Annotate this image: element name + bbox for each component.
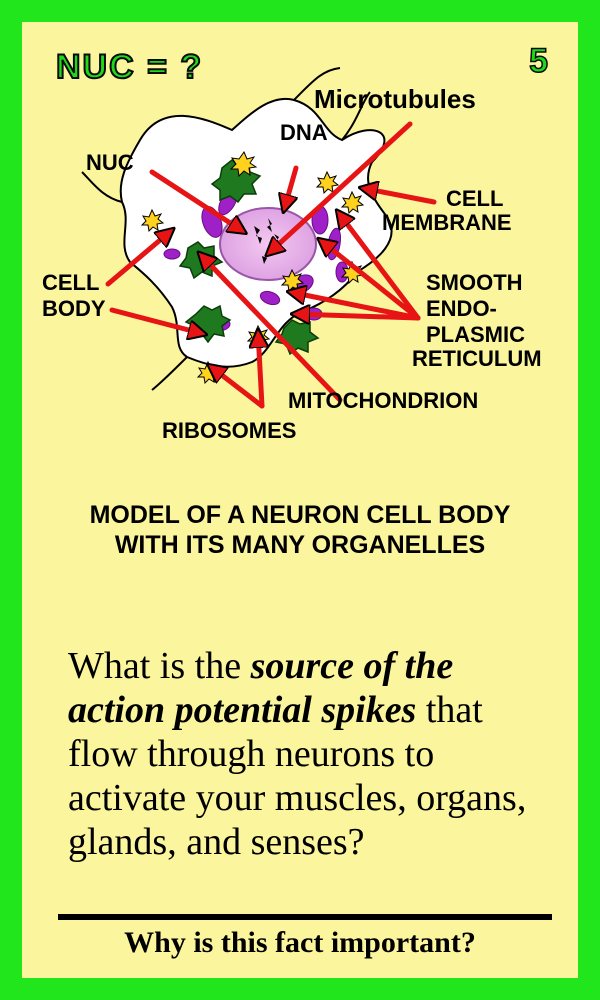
label-arrows [105, 121, 437, 409]
fact-card: NUC = ? 5 [22, 22, 578, 978]
label-dna: DNA [280, 120, 328, 145]
diagram-caption: MODEL OF A NEURON CELL BODY WITH ITS MAN… [22, 500, 578, 560]
label-cell-body-1: CELL [42, 270, 99, 295]
question-emphasis: source of the action potential spikes [68, 645, 454, 731]
label-ser-3: PLASMIC [426, 322, 525, 347]
card-title: NUC = ? [55, 47, 204, 87]
caption-line-2: WITH ITS MANY ORGANELLES [114, 531, 486, 559]
label-ribosomes: RIBOSOMES [162, 418, 296, 443]
card-number: 5 [528, 41, 548, 81]
footer-prompt: Why is this fact important? [124, 926, 476, 959]
label-ser-4: RETICULUM [412, 346, 542, 371]
question-part-1: What is the [68, 645, 251, 687]
label-cell-body-2: BODY [42, 296, 106, 321]
label-cell-membrane-1: CELL [446, 186, 503, 211]
label-nuc: NUC [86, 150, 134, 175]
label-ser-1: SMOOTH [426, 270, 523, 295]
label-mitochondrion: MITOCHONDRION [288, 388, 478, 413]
divider-rule [58, 914, 552, 920]
label-microtubules: Microtubules [314, 84, 476, 114]
nucleus-shape [219, 207, 317, 281]
caption-line-1: MODEL OF A NEURON CELL BODY [89, 501, 511, 529]
question-text: What is the source of the action potenti… [68, 644, 558, 864]
label-ser-2: ENDO- [426, 296, 497, 321]
neuron-diagram: Microtubules DNA NUC CELL MEMBRANE CELL … [42, 67, 542, 443]
label-cell-membrane-2: MEMBRANE [382, 210, 512, 235]
question-part-2: that flow through neurons to activate yo… [68, 689, 527, 863]
